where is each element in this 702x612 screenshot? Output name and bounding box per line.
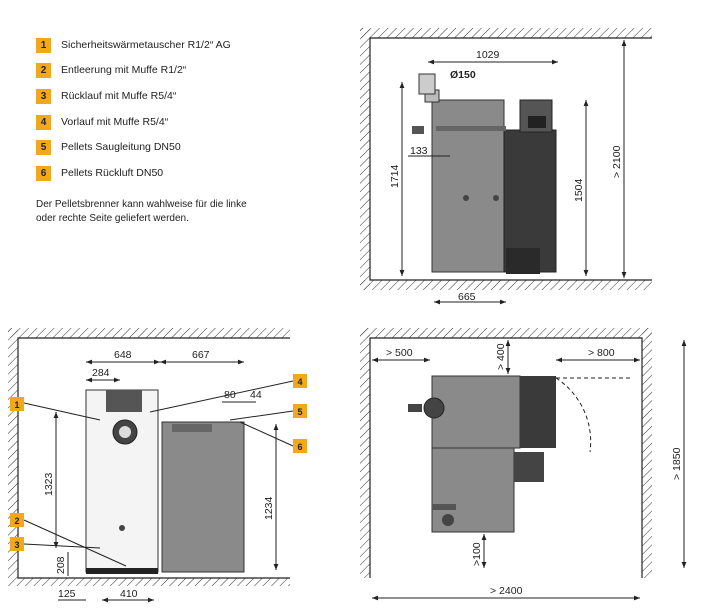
dim-1029: 1029 xyxy=(476,49,500,61)
dim-410: 410 xyxy=(120,588,138,600)
dim-2100: > 2100 xyxy=(611,145,623,178)
dim-100: >100 xyxy=(471,542,483,566)
legend-item-6: 6 Pellets Rückluft DN50 xyxy=(36,164,163,182)
legend-item-1: 1 Sicherheitswärmetauscher R1/2“ AG xyxy=(36,36,231,54)
svg-text:5: 5 xyxy=(297,407,302,417)
legend-item-4: 4 Vorlauf mit Muffe R5/4“ xyxy=(36,113,168,131)
legend-item-2: 2 Entleerung mit Muffe R1/2“ xyxy=(36,61,186,79)
dim-44: 44 xyxy=(250,389,262,401)
dim-400: > 400 xyxy=(495,343,507,370)
dim-1850: > 1850 xyxy=(671,447,683,480)
ceiling xyxy=(360,28,652,38)
side-view: 1029 Ø150 1714 133 1504 > 2100 665 xyxy=(360,28,652,305)
dim-133: 133 xyxy=(410,145,428,157)
svg-text:3: 3 xyxy=(14,540,19,550)
legend-item-5: 5 Pellets Saugleitung DN50 xyxy=(36,138,181,156)
note-line-1: Der Pelletsbrenner kann wahlweise für di… xyxy=(36,199,247,210)
front-view: 648 667 284 80 44 1323 1234 208 125 410 … xyxy=(8,328,307,603)
legend-text: Entleerung mit Muffe R1/2“ xyxy=(61,64,187,76)
note-line-2: oder rechte Seite geliefert werden. xyxy=(36,213,189,224)
legend-badge: 3 xyxy=(36,88,51,104)
dim-665: 665 xyxy=(458,291,476,303)
boiler-front xyxy=(85,389,245,574)
dim-125: 125 xyxy=(58,588,76,600)
wall-left xyxy=(360,28,370,290)
svg-text:2: 2 xyxy=(14,516,19,526)
callout-5: 5 xyxy=(293,404,307,418)
dim-1323: 1323 xyxy=(43,472,55,496)
legend-badge: 2 xyxy=(36,62,51,78)
dim-1504: 1504 xyxy=(573,178,585,202)
legend-text: Sicherheitswärmetauscher R1/2“ AG xyxy=(61,39,231,51)
dim-500: > 500 xyxy=(386,347,413,359)
dim-284: 284 xyxy=(92,367,110,379)
legend-text: Pellets Rückluft DN50 xyxy=(61,167,164,179)
svg-text:6: 6 xyxy=(297,442,302,452)
legend-item-3: 3 Rücklauf mit Muffe R5/4“ xyxy=(36,87,176,105)
dim-648: 648 xyxy=(114,349,132,361)
boiler-top xyxy=(408,375,632,533)
dim-flue: Ø150 xyxy=(450,69,476,81)
callout-4: 4 xyxy=(293,374,307,388)
floor xyxy=(360,280,652,290)
legend-badge: 6 xyxy=(36,165,51,181)
dim-208: 208 xyxy=(55,556,67,574)
callout-3: 3 xyxy=(10,537,24,551)
callout-6: 6 xyxy=(293,439,307,453)
legend-badge: 5 xyxy=(36,139,51,155)
dim-667: 667 xyxy=(192,349,210,361)
dim-800: > 800 xyxy=(588,347,615,359)
legend-text: Rücklauf mit Muffe R5/4“ xyxy=(61,90,177,102)
legend-text: Vorlauf mit Muffe R5/4“ xyxy=(61,116,169,128)
dim-1714: 1714 xyxy=(389,164,401,188)
legend-badge: 1 xyxy=(36,37,51,53)
burner-note: Der Pelletsbrenner kann wahlweise für di… xyxy=(36,198,286,226)
callout-1: 1 xyxy=(10,397,24,411)
legend-text: Pellets Saugleitung DN50 xyxy=(61,141,181,153)
svg-text:1: 1 xyxy=(14,400,19,410)
boiler-side xyxy=(412,73,557,274)
top-view: > 500 > 400 > 800 > 1850 >100 > 2400 xyxy=(360,328,687,601)
svg-text:4: 4 xyxy=(297,377,302,387)
callout-2: 2 xyxy=(10,513,24,527)
dim-1234: 1234 xyxy=(263,496,275,520)
dim-2400: > 2400 xyxy=(490,585,523,597)
legend-badge: 4 xyxy=(36,114,51,130)
